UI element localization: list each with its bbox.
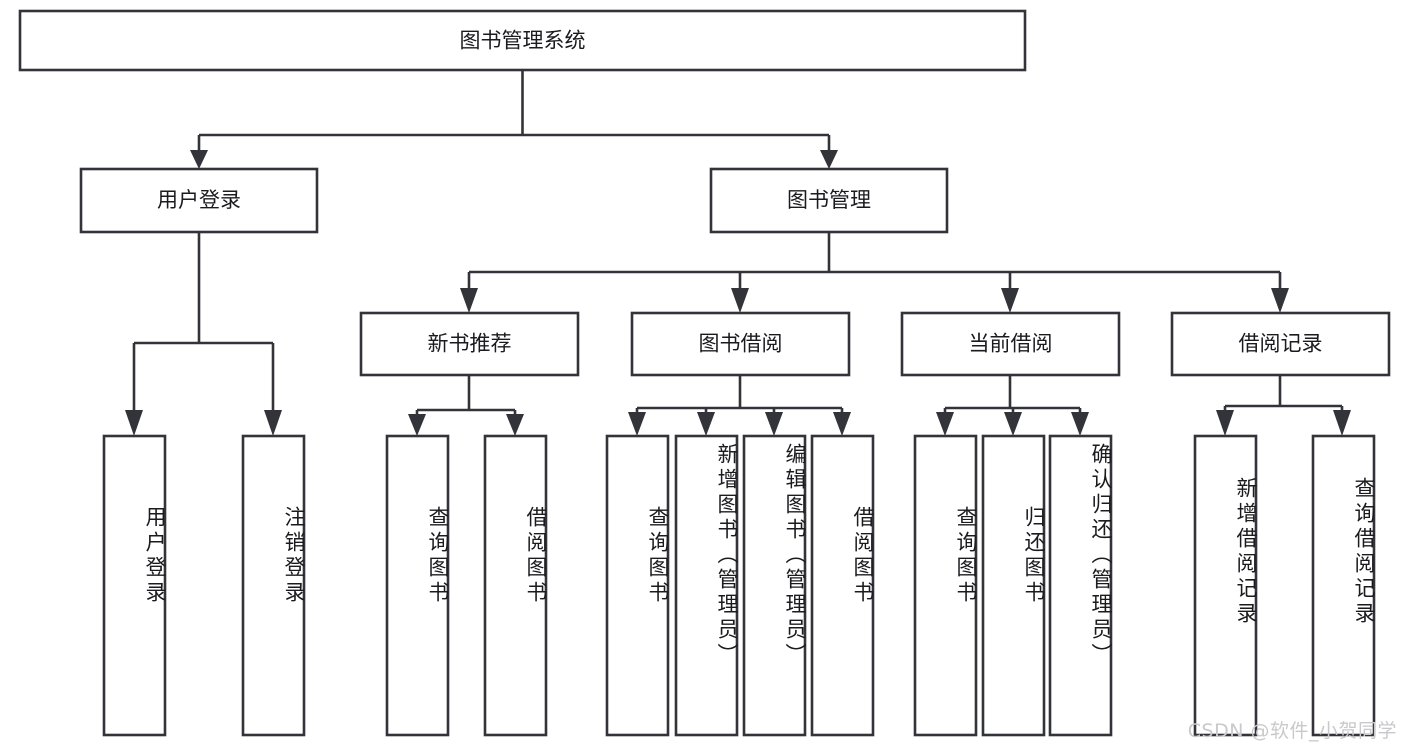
connector-group-new-book-recommend <box>408 375 524 436</box>
leaf-edit-book-box[interactable] <box>742 434 807 737</box>
connector-group-book-manage <box>460 232 1289 313</box>
arrowhead-new-book-recommend <box>460 288 478 313</box>
node-book-borrow-box[interactable] <box>630 311 851 377</box>
arrowhead-leaf-return-book <box>1004 412 1022 436</box>
node-book-borrow[interactable]: 图书借阅 <box>630 311 851 377</box>
node-user-login[interactable]: 用户登录 <box>79 167 319 234</box>
connector-group-borrow-record <box>1216 375 1351 436</box>
leaf-borrow-book-2-box[interactable] <box>810 434 875 737</box>
arrowhead-current-borrow <box>1001 288 1019 313</box>
arrowhead-leaf-borrow-book-2 <box>833 412 851 436</box>
leaf-add-book-box[interactable] <box>674 434 739 737</box>
leaf-logout-login-box[interactable] <box>241 434 306 737</box>
node-new-book-recommend-label: 新书推荐 <box>428 332 512 356</box>
arrowhead-leaf-user-login <box>125 410 143 436</box>
arrowhead-leaf-logout-login <box>264 410 282 436</box>
arrowhead-leaf-query-book-2 <box>628 412 646 436</box>
node-root-box[interactable] <box>18 9 1027 72</box>
leaf-user-login-box[interactable] <box>102 434 167 737</box>
node-current-borrow-box[interactable] <box>900 311 1121 377</box>
arrowhead-book-manage <box>820 150 838 169</box>
arrowhead-leaf-borrow-book-1 <box>506 414 524 436</box>
node-borrow-record[interactable]: 借阅记录 <box>1170 311 1391 377</box>
arrowhead-leaf-add-borrow-record <box>1216 410 1234 436</box>
arrowhead-borrow-record <box>1271 288 1289 313</box>
leaf-query-borrow-record-box[interactable] <box>1311 434 1376 737</box>
leaf-borrow-book-1-box[interactable] <box>483 434 548 737</box>
arrowhead-user-login <box>190 150 208 169</box>
leaf-confirm-return-box[interactable] <box>1048 434 1113 737</box>
node-borrow-record-box[interactable] <box>1170 311 1391 377</box>
leaf-query-book-1-box[interactable] <box>385 434 450 737</box>
leaf-boxes <box>102 434 1376 737</box>
node-book-manage-label: 图书管理 <box>787 188 871 212</box>
arrowhead-leaf-edit-book <box>765 412 783 436</box>
connector-group-current-borrow <box>936 375 1089 436</box>
node-book-borrow-label: 图书借阅 <box>699 332 783 356</box>
connector-group-user-login <box>125 232 282 436</box>
leaf-query-book-3-box[interactable] <box>913 434 978 737</box>
node-new-book-recommend-box[interactable] <box>359 311 580 377</box>
arrowhead-leaf-query-book-1 <box>408 414 426 436</box>
leaf-return-book-box[interactable] <box>981 434 1046 737</box>
leaf-add-borrow-record-box[interactable] <box>1193 434 1258 737</box>
node-current-borrow-label: 当前借阅 <box>969 332 1053 356</box>
node-user-login-box[interactable] <box>79 167 319 234</box>
arrowhead-leaf-query-book-3 <box>936 412 954 436</box>
node-borrow-record-label: 借阅记录 <box>1239 332 1323 356</box>
leaf-query-book-2-box[interactable] <box>605 434 670 737</box>
arrowhead-leaf-confirm-return <box>1071 412 1089 436</box>
connector-group-book-borrow <box>628 375 851 436</box>
arrowhead-leaf-query-borrow-record <box>1333 410 1351 436</box>
connector-group-root <box>190 70 838 169</box>
arrowhead-leaf-add-book <box>697 412 715 436</box>
node-book-manage[interactable]: 图书管理 <box>709 167 949 234</box>
node-new-book-recommend[interactable]: 新书推荐 <box>359 311 580 377</box>
node-root-label: 图书管理系统 <box>460 29 586 53</box>
node-user-login-label: 用户登录 <box>157 188 241 212</box>
csdn-watermark: CSDN @软件_小贺同学 <box>1187 720 1397 742</box>
node-current-borrow[interactable]: 当前借阅 <box>900 311 1121 377</box>
arrowhead-book-borrow <box>731 288 749 313</box>
node-book-manage-box[interactable] <box>709 167 949 234</box>
node-root[interactable]: 图书管理系统 <box>18 9 1027 72</box>
